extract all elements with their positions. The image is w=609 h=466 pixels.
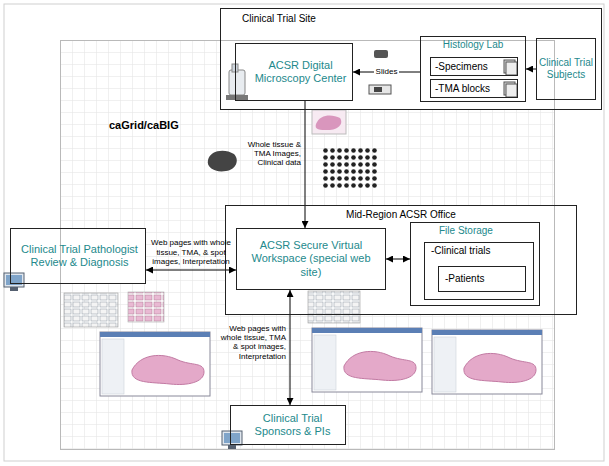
connector [146,270,236,271]
monitor-stand [228,445,236,449]
monitor-screen [224,433,240,443]
computer-icon [222,431,242,449]
microscope-icon [226,64,248,100]
box-ground [438,266,526,292]
node-label: Clinical Trial Pathologist Review & Diag… [19,243,140,269]
node-label: -Patients [445,273,519,285]
box-ground [225,205,577,315]
edge-label-box: Web pages with whole tissue, TMA, & spot… [149,238,233,266]
node-label: Clinical Trial Subjects [539,57,593,81]
process-box: Clinical Trial Pathologist Review & Diag… [10,228,146,284]
process-box: Clinical Trial Sponsors & PIs [230,405,346,445]
thumbnail-grid [128,292,164,322]
node-label: caGrid/caBIG [109,119,554,132]
node-label: ACSR Digital Microscopy Center [252,59,349,85]
viewer-screenshot [100,332,210,396]
item-box: -TMA blocks [430,79,518,98]
edge-label: Whole tissue & TMA Images, Clinical data [243,140,301,168]
slide-glass [369,85,391,94]
lab-box: Histology Lab -Specimens -TMA blocks [420,36,526,102]
thumbnail-grid [64,293,118,327]
outer-frame [4,4,604,461]
box-ground [420,36,526,102]
site-box: Clinical Trial SiteACSR Digital Microsco… [220,8,602,110]
box-ground [410,222,540,306]
connector [305,101,306,228]
node-label: Clinical Trial Site [242,13,601,25]
item-box: -Specimens [430,57,518,76]
node-label: Clinical Trial Sponsors & PIs [245,412,340,438]
microscope-body [229,70,245,95]
viewer-screenshot [432,330,542,394]
edge-label-box: Web pages with whole tissue, TMA & spot … [220,324,286,361]
office-box: Mid-Region ACSR OfficeACSR Secure Virtua… [225,205,577,315]
node-label: File Storage [439,225,539,237]
box-ground [424,242,534,300]
monitor-stand [10,287,18,291]
box-ground [10,228,146,284]
stack-sheet [506,62,517,75]
node-label: Histology Lab [423,39,523,51]
storage-box: File Storage -Clinical trials -Patients [410,222,540,306]
box-ground [536,38,596,100]
edge-label: Slides [376,67,398,76]
box-ground [235,43,353,101]
connectors [146,69,536,405]
connector [290,290,291,405]
monitor [222,431,242,445]
thumbnail-grid [308,291,360,323]
edge-label-box: Whole tissue & TMA Images, Clinical data [243,140,301,168]
node-label: -TMA blocks [435,83,513,95]
stack-sheet [506,84,517,97]
connector [386,259,410,260]
connector [526,69,536,70]
folder-box: -Patients [438,266,526,292]
folder-box: -Clinical trials -Patients [424,242,534,300]
monitor [4,273,24,287]
spacer [448,322,492,323]
process-box: ACSR Secure Virtual Workspace (special w… [236,228,386,290]
microscope-base [226,95,248,100]
box-ground [430,79,518,98]
box-ground [430,57,518,76]
slide-specimen [374,87,382,92]
node-label: ACSR Secure Virtual Workspace (special w… [242,239,380,279]
tissue-thumbnail [312,110,346,134]
edge-label-box: Slides [374,67,400,76]
node-label: Mid-Region ACSR Office [226,209,576,221]
edge-label: Web pages with whole tissue, TMA, & spot… [149,238,233,266]
tissue-thumbnail-blob [316,116,342,130]
tma-dot-grid [322,146,378,188]
computer-icon [4,273,24,291]
edge-label: Web pages with whole tissue, TMA & spot … [220,324,286,361]
process-box: ACSR Digital Microscopy Center [235,43,353,101]
tissue-blob-icon [208,151,237,172]
node-label: -Clinical trials [431,245,527,257]
box-ground [236,228,386,290]
box-fills [10,8,602,445]
node-label: -Specimens [435,61,513,73]
box-ground [220,8,602,110]
slide-specimen [374,50,388,58]
process-box: Clinical Trial Subjects [536,38,596,100]
viewer-screenshot [312,328,422,392]
box-ground [230,405,346,445]
